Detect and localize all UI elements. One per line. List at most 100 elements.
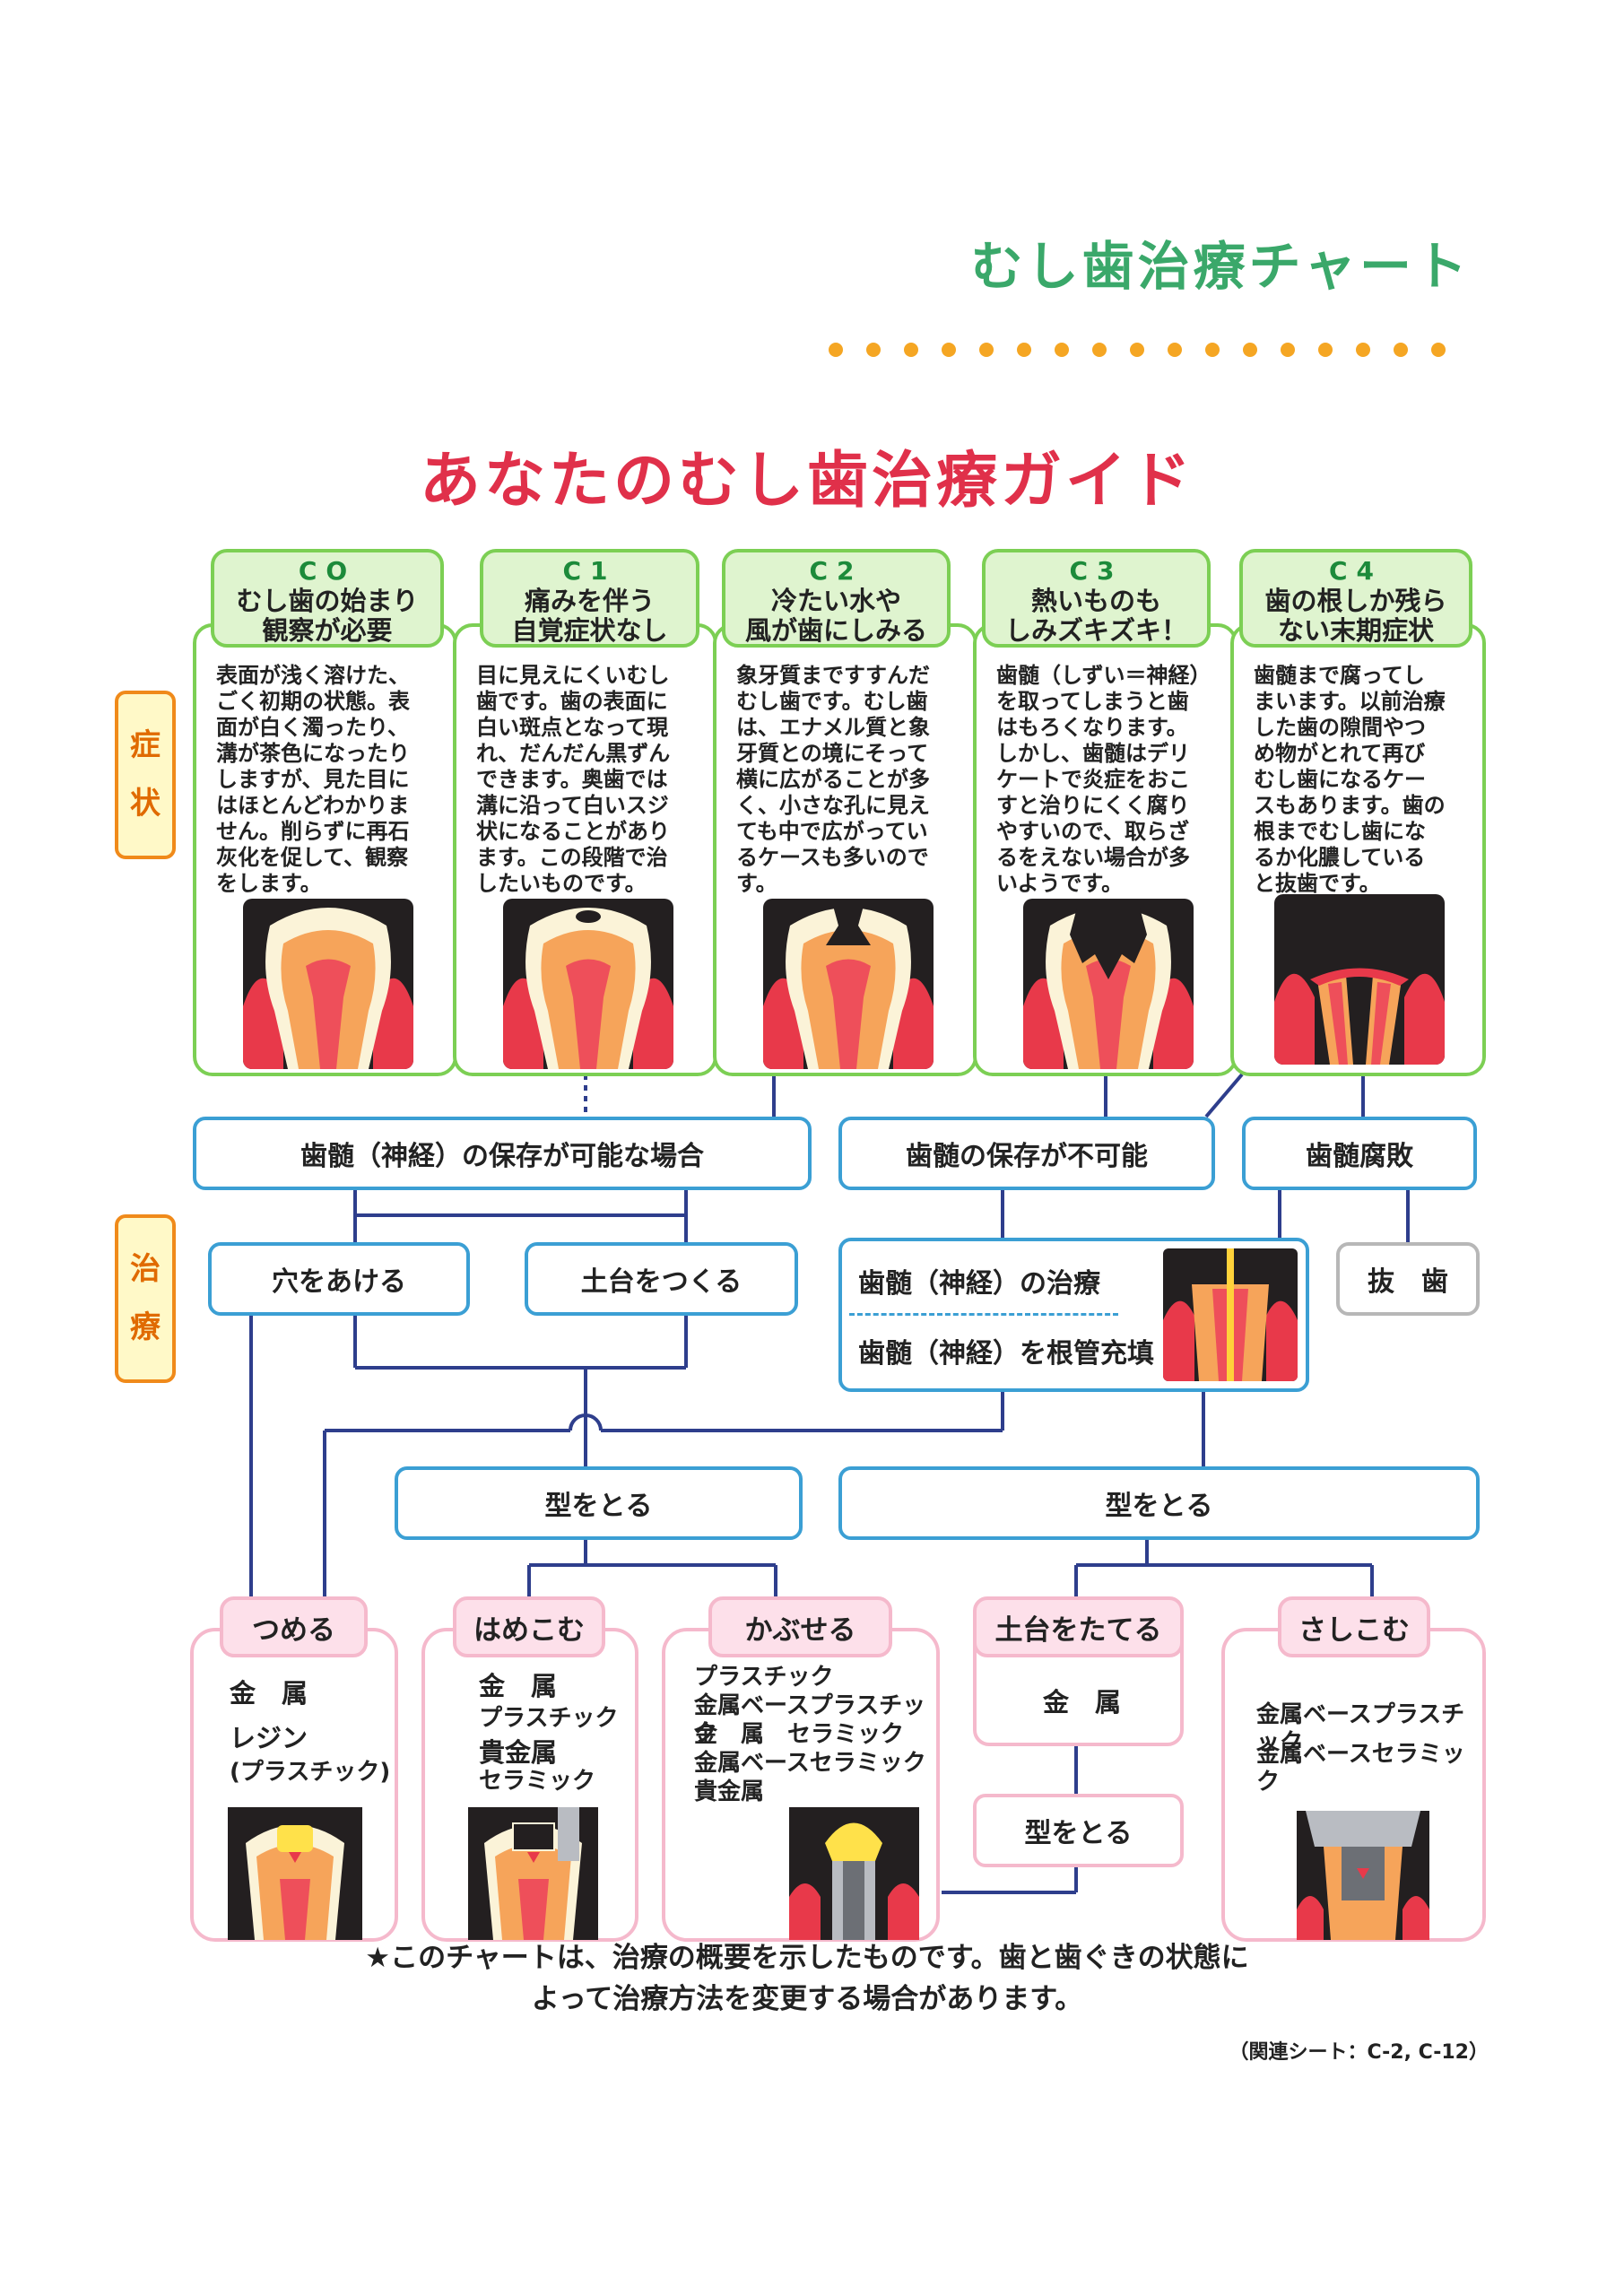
desc-line: ても中で広がってい xyxy=(736,819,928,844)
stage-code: C1 xyxy=(562,556,617,586)
footer-note: ★このチャートは、治療の概要を示したものです。歯と歯ぐきの状態に よって治療方法… xyxy=(269,1937,1345,2020)
crown-illustration xyxy=(789,1807,919,1940)
desc-line: 溝が茶色になったり xyxy=(216,741,410,766)
material-text: 金 属 xyxy=(230,1678,308,1709)
footer-note-line-1: ★このチャートは、治療の概要を示したものです。歯と歯ぐきの状態に xyxy=(365,1942,1249,1974)
restoration-insert-tab: さしこむ xyxy=(1278,1596,1430,1657)
material-text: 金 属 xyxy=(479,1671,558,1701)
material-text: 金 属 セラミック xyxy=(694,1721,905,1748)
desc-line: 面が白く濁ったり、 xyxy=(216,715,410,740)
material-text: 貴金属 xyxy=(479,1737,558,1768)
tooth-c3-illustration xyxy=(1023,899,1194,1069)
stage-code: C2 xyxy=(809,556,864,586)
desc-line: く、小さな孔に見え xyxy=(736,793,930,818)
material-text: 金 属 xyxy=(1042,1687,1121,1718)
extraction-box: 抜 歯 xyxy=(1336,1242,1480,1316)
restoration-fill-tab: つめる xyxy=(220,1596,368,1657)
desc-line: め物がとれて再び xyxy=(1254,741,1426,766)
desc-line: 目に見えにくいむし xyxy=(476,663,670,688)
desc-line: 牙質との境にそって xyxy=(736,741,929,766)
stage-card-c3: 歯髄（しずい＝神経） を取ってしまうと歯 はもろくなります。 しかし、歯髄はデリ… xyxy=(973,623,1238,1076)
stage-description: 歯髄（しずい＝神経） を取ってしまうと歯 はもろくなります。 しかし、歯髄はデリ… xyxy=(996,663,1218,897)
symptom-label-char-1: 症 xyxy=(130,727,161,764)
stage-title-line-2: ない末期症状 xyxy=(1277,615,1434,646)
desc-line: まいます。以前治療 xyxy=(1254,689,1446,714)
desc-line: しかし、歯髄はデリ xyxy=(996,741,1190,766)
restoration-inlay-card: 金 属 プラスチック 貴金属 セラミック xyxy=(421,1628,638,1942)
tooth-c2-illustration xyxy=(763,899,934,1069)
desc-line: 象牙質まですすんだ xyxy=(736,663,930,688)
desc-line: した歯の隙間やつ xyxy=(1254,715,1426,740)
treatment-label: 治 療 xyxy=(115,1214,176,1383)
desc-line: はほとんどわかりま xyxy=(216,793,410,818)
dashed-divider xyxy=(849,1313,1118,1316)
desc-line: むし歯です。むし歯 xyxy=(736,689,928,714)
guide-title: あなたのむし歯治療ガイド xyxy=(419,446,1194,517)
desc-line: はもろくなります。 xyxy=(996,715,1188,740)
stage-description: 目に見えにくいむし 歯です。歯の表面に 白い斑点となって現 れ、だんだん黒ずん … xyxy=(476,663,698,897)
restoration-crown-tab: かぶせる xyxy=(708,1596,892,1657)
treatment-label-char-1: 治 xyxy=(130,1251,161,1288)
stage-title-line-2: 自覚症状なし xyxy=(511,615,668,646)
decorative-dot-row xyxy=(829,343,1446,357)
build-base-box: 土台をつくる xyxy=(525,1242,798,1316)
material-text: レジン xyxy=(230,1723,308,1753)
pulp-treatment-box: 歯髄（神経）の治療 歯髄（神経）を根管充填 xyxy=(838,1238,1309,1392)
desc-line: ごく初期の状態。表 xyxy=(216,689,410,714)
stage-title-line-1: 冷たい水や xyxy=(770,586,901,616)
stage-title-line-1: 痛みを伴う xyxy=(524,586,655,616)
stage-header-c3: C3 熱いものも しみズキズキ！ xyxy=(982,549,1211,648)
desc-line: をします。 xyxy=(216,871,322,896)
material-text: セラミック xyxy=(479,1768,596,1795)
desc-line: 白い斑点となって現 xyxy=(476,715,669,740)
desc-line: は、エナメル質と象 xyxy=(736,715,930,740)
tooth-c4-illustration xyxy=(1274,894,1445,1065)
desc-line: いようです。 xyxy=(996,871,1124,896)
stage-header-c0: CO むし歯の始まり 観察が必要 xyxy=(211,549,444,648)
desc-line: スもあります。歯の xyxy=(1254,793,1446,818)
material-text: 金属ベースプラスチック xyxy=(1256,1701,1465,1756)
desc-line: と抜歯です。 xyxy=(1254,871,1381,896)
desc-line: るをえない場合が多 xyxy=(996,845,1190,870)
stage-description: 歯髄まで腐ってし まいます。以前治療 した歯の隙間やつ め物がとれて再び むし歯… xyxy=(1254,663,1466,897)
desc-line: しますが、見た目に xyxy=(216,767,410,792)
treatment-label-char-2: 療 xyxy=(130,1309,161,1345)
tooth-c0-illustration xyxy=(243,899,413,1069)
restoration-inlay-tab: はめこむ xyxy=(453,1596,605,1657)
root-canal-filling-label: 歯髄（神経）を根管充填 xyxy=(858,1338,1154,1370)
desc-line: 歯髄（しずい＝神経） xyxy=(996,663,1211,688)
stage-header-c1: C1 痛みを伴う 自覚症状なし xyxy=(480,549,699,648)
stage-card-c0: 表面が浅く溶けた、 ごく初期の状態。表 面が白く濁ったり、 溝が茶色になったり … xyxy=(193,623,457,1076)
impression-right-box: 型をとる xyxy=(838,1466,1480,1540)
stage-code: C3 xyxy=(1069,556,1124,586)
impression-small-box: 型をとる xyxy=(973,1794,1184,1867)
restoration-post-tab: 土台をたてる xyxy=(973,1596,1184,1657)
stage-title-line-2: 風が歯にしみる xyxy=(744,615,927,646)
material-text: 金属ベースセラミック xyxy=(1256,1741,1465,1796)
stage-card-c1: 目に見えにくいむし 歯です。歯の表面に 白い斑点となって現 れ、だんだん黒ずん … xyxy=(453,623,717,1076)
stage-title-line-1: むし歯の始まり xyxy=(236,586,419,616)
root-canal-illustration xyxy=(1163,1248,1298,1381)
material-text: プラスチック xyxy=(479,1705,619,1732)
desc-line: 表面が浅く溶けた、 xyxy=(216,663,410,688)
chart-header-title: むし歯治療チャート xyxy=(970,236,1471,297)
desc-line: ます。この段階で治 xyxy=(476,845,668,870)
desc-line: す。 xyxy=(736,871,777,896)
pulp-necrosis-box: 歯髄腐敗 xyxy=(1242,1117,1477,1190)
desc-line: るか化膿している xyxy=(1254,845,1426,870)
pulp-treatment-label: 歯髄（神経）の治療 xyxy=(858,1268,1100,1300)
material-text: (プラスチック) xyxy=(230,1759,391,1786)
desc-line: を取ってしまうと歯 xyxy=(996,689,1189,714)
desc-line: したいものです。 xyxy=(476,871,647,896)
desc-line: やすいので、取らざ xyxy=(996,819,1190,844)
stage-card-c2: 象牙質まですすんだ むし歯です。むし歯 は、エナメル質と象 牙質との境にそって … xyxy=(713,623,977,1076)
material-text: 貴金属 xyxy=(694,1779,765,1805)
material-text: 金属ベースプラスチック xyxy=(694,1692,926,1747)
impression-left-box: 型をとる xyxy=(395,1466,803,1540)
tooth-c1-illustration xyxy=(503,899,673,1069)
desc-line: 横に広がることが多 xyxy=(736,767,930,792)
symptom-label-char-2: 状 xyxy=(130,786,161,822)
drill-box: 穴をあける xyxy=(208,1242,470,1316)
stage-code: C4 xyxy=(1328,556,1384,586)
desc-line: 灰化を促して、観察 xyxy=(216,845,409,870)
